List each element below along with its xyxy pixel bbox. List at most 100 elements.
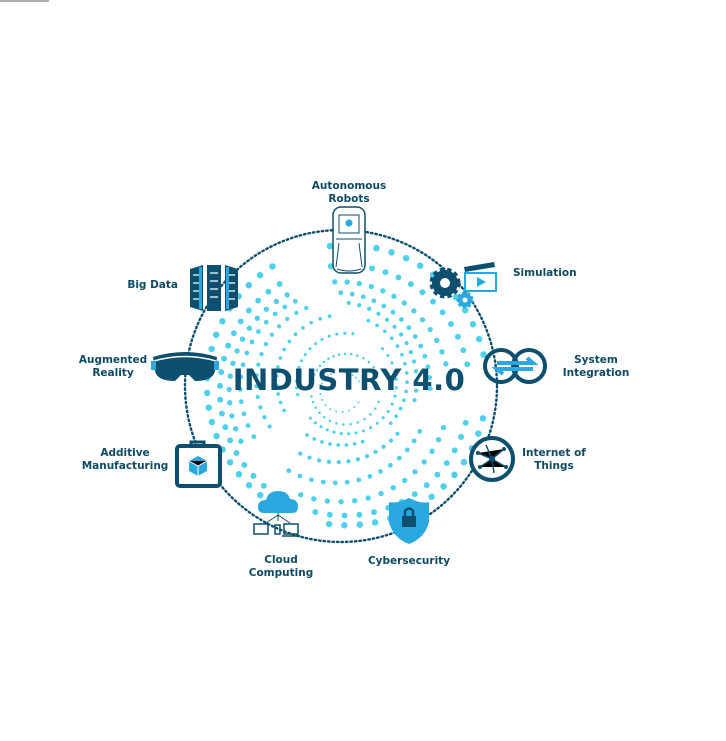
spiral-dot [338,499,344,505]
spiral-dot [203,389,211,397]
spiral-dot [411,359,417,364]
spiral-dot [339,431,343,436]
spiral-dot [246,325,253,331]
additive-manufacturing-3d-printer-icon [175,440,222,488]
spiral-dot [227,437,234,444]
spiral-dot [401,300,407,306]
spiral-dot [344,479,350,485]
spiral-dot [221,355,227,362]
spiral-dot [308,416,312,420]
spiral-dot [363,417,366,421]
spiral-dot [343,331,347,335]
spiral-dot [357,401,360,404]
spiral-dot [390,402,394,406]
spiral-dot [464,361,471,368]
spiral-dot [404,371,409,375]
spiral-dot [297,473,303,479]
spiral-dot [312,509,319,516]
spiral-dot [405,380,409,385]
spiral-dot [364,453,370,459]
spiral-dot [371,298,377,304]
spiral-dot [439,309,446,316]
spiral-dot [440,424,447,431]
spiral-dot [317,458,322,463]
spiral-dot [388,249,395,256]
spiral-dot [284,292,290,298]
spiral-dot [332,279,338,285]
spiral-dot [335,332,339,336]
spiral-dot [319,393,322,396]
diagram-title: INDUSTRY 4.0 [232,363,466,397]
spiral-dot [419,317,426,323]
spiral-dot [402,398,406,403]
spiral-dot [324,498,331,504]
spiral-dot [336,443,341,447]
spiral-dot [427,386,433,391]
spiral-dot [327,357,330,361]
spiral-dot [352,498,358,504]
spiral-dot [361,429,366,433]
spiral-dot [413,388,419,393]
spiral-dot [325,520,333,528]
spiral-dot [311,496,317,502]
spiral-dot [406,325,412,331]
spiral-dot [319,387,322,390]
spiral-dot [297,365,301,369]
spiral-dot [227,373,233,379]
spiral-dot [245,482,253,489]
spiral-dot [213,432,220,440]
spiral-dot [425,364,431,370]
spiral-dot [263,306,270,312]
spiral-dot [371,519,379,526]
spiral-dot [411,308,417,314]
spiral-dot [338,290,344,296]
spiral-dot [251,434,257,439]
spiral-dot [435,436,442,443]
spiral-dot [254,373,259,378]
spiral-dot [237,318,244,325]
spiral-dot [475,335,483,343]
spiral-dot [378,469,383,474]
spiral-dot [354,376,357,379]
spiral-dot [396,455,402,461]
spiral-dot [443,361,449,367]
spiral-dot [213,331,220,339]
spiral-dot [347,409,350,412]
spiral-dot [346,300,351,306]
spiral-dot [238,374,244,380]
spiral-dot [381,416,385,420]
spiral-dot [329,408,332,411]
spiral-dot [349,291,355,297]
spiral-dot [260,482,267,489]
spiral-dot [295,386,299,390]
spiral-dot [219,318,226,325]
spiral-dot [373,449,378,454]
spiral-dot [448,321,454,328]
spiral-dot [327,314,332,319]
spiral-dot [298,492,304,498]
spiral-dot [328,419,332,423]
simulation-gears-icon [429,267,474,309]
spiral-dot [342,423,345,426]
spiral-dot [294,379,298,383]
spiral-dot [226,386,232,393]
spiral-dot [341,521,348,529]
spiral-dot [326,375,329,378]
spiral-dot [366,318,371,323]
spiral-dot [311,400,315,404]
spiral-dot [458,433,465,440]
spiral-dot [267,424,272,429]
spiral-dot [346,459,351,464]
spiral-dot [227,400,233,406]
spiral-dot [353,406,356,409]
spiral-dot [318,364,322,368]
spiral-dot [328,442,332,446]
spiral-dot [308,347,312,351]
spiral-dot [254,315,261,321]
spiral-dot [256,271,264,279]
spiral-dot [341,512,348,519]
cybersecurity-shield-icon [389,498,429,544]
spiral-dot [274,374,279,378]
spiral-dot [357,380,360,383]
